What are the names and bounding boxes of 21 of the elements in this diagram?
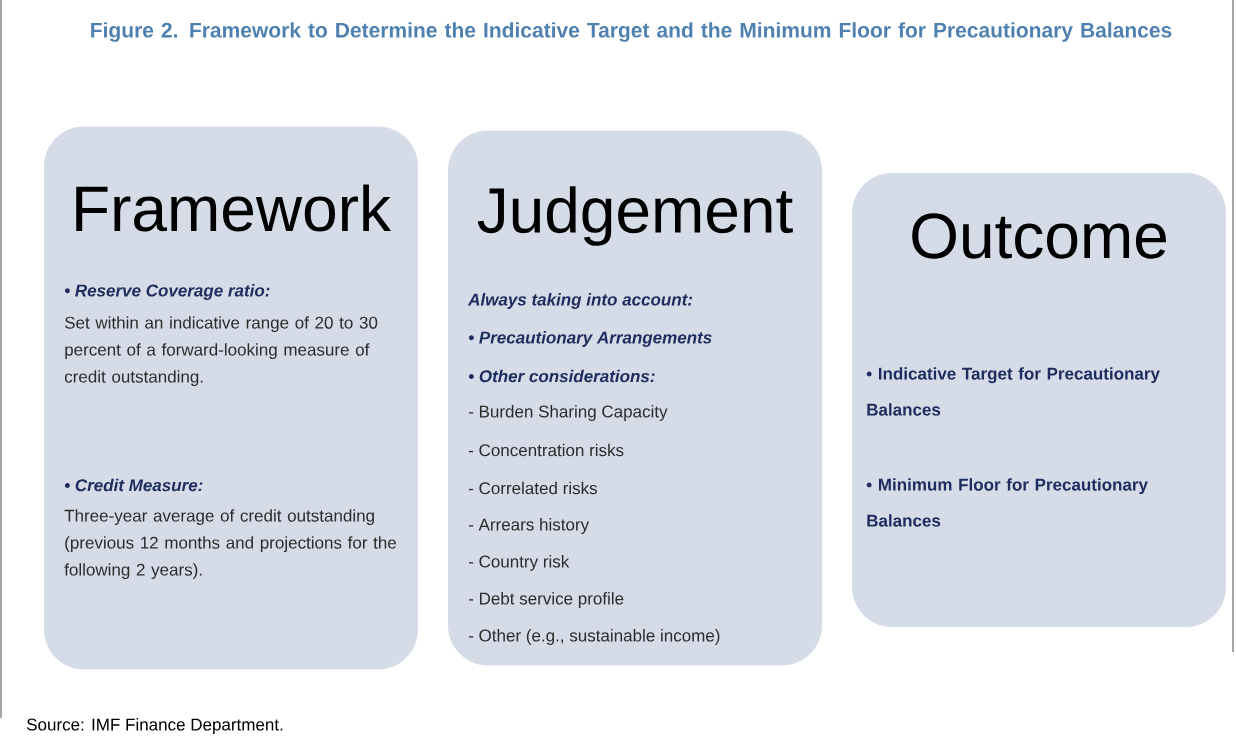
bullet-item: • Indicative Target for Precautionary Balances (866, 367, 1160, 416)
box-heading: Outcome (912, 213, 1166, 259)
box-heading: Judgement (477, 186, 793, 246)
bullet-heading: • Reserve Coverage ratio: (64, 284, 270, 300)
list-item: - Concentration risks (468, 443, 624, 457)
box-heading: Framework (76, 184, 392, 232)
list-item: - Other (e.g., sustainable income) (468, 629, 720, 645)
body-text: Three-year average of credit outstanding (previous 12 months and projections for the following 2 years). (64, 509, 396, 580)
source-note: Source: IMF Finance Department. (26, 718, 283, 734)
list-item: - Burden Sharing Capacity (468, 405, 668, 421)
bullet-heading: • Credit Measure: (64, 478, 203, 492)
figure-title: Figure 2. Framework to Determine the Indicative Target and the Minimum Floor for Precautionary Balances (91, 22, 1172, 42)
bullet-heading: • Precautionary Arrangements (468, 331, 712, 347)
list-item: - Correlated risks (468, 481, 597, 495)
lead-in-text: Always taking into account: (467, 293, 693, 309)
list-item: - Debt service profile (468, 592, 624, 608)
bullet-item: • Minimum Floor for Precautionary Balances (866, 478, 1148, 527)
body-text: Set within an indicative range of 20 to 30 percent of a forward-looking measure of credit outstanding. (64, 316, 378, 387)
bullet-heading: • Other considerations: (468, 369, 655, 383)
list-item: - Country risk (468, 555, 570, 571)
list-item: - Arrears history (468, 518, 590, 534)
